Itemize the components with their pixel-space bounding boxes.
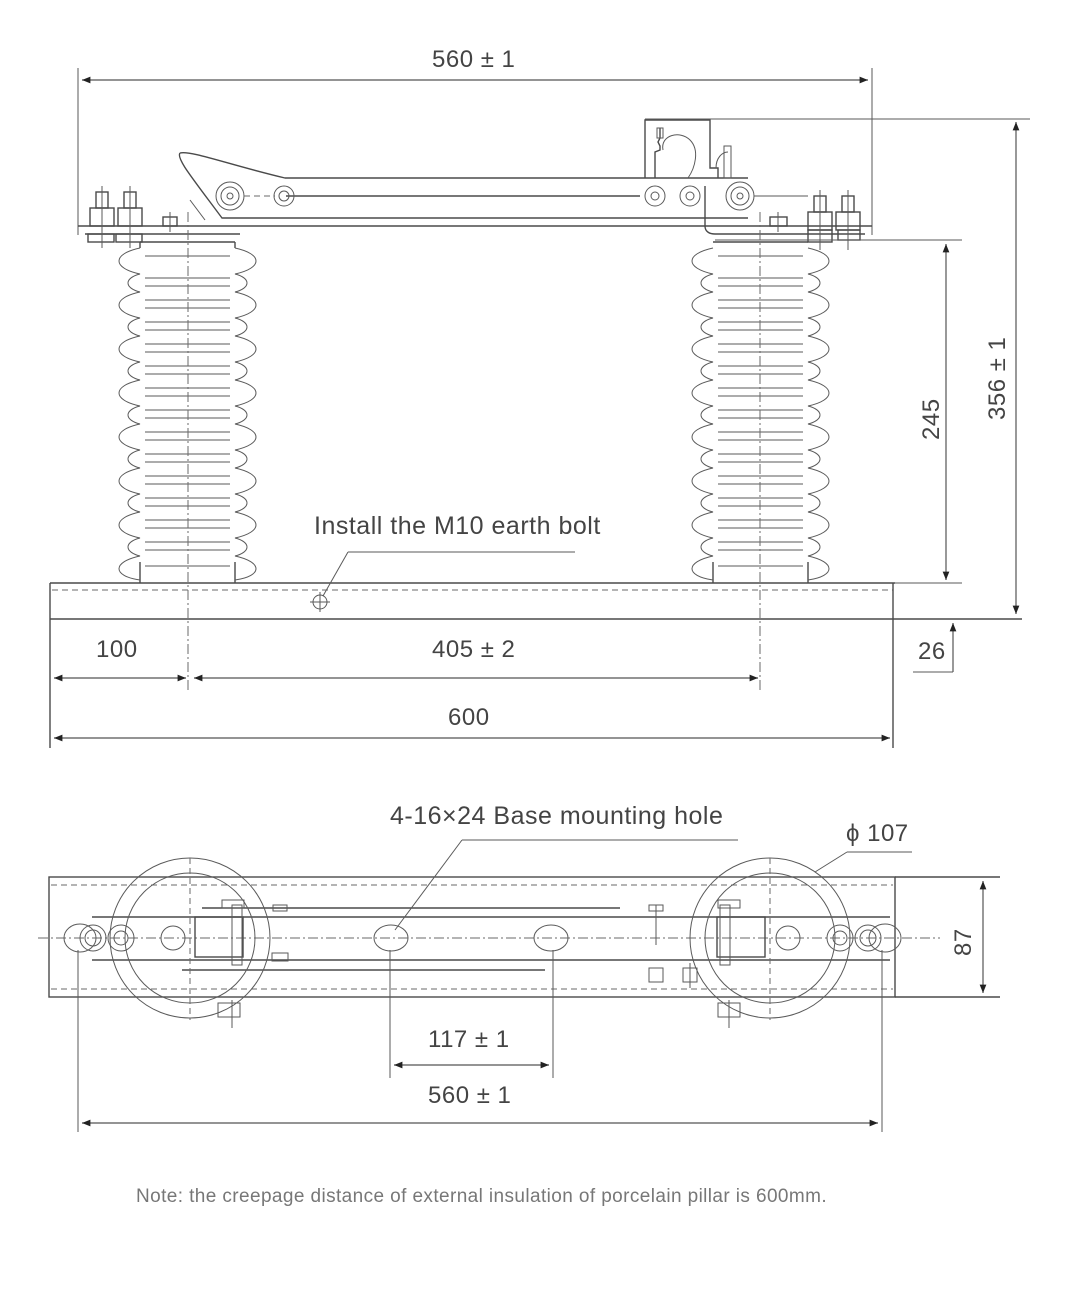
creepage-note: Note: the creepage distance of external … bbox=[136, 1186, 828, 1207]
base-channel bbox=[49, 551, 1022, 748]
left-terminals bbox=[87, 186, 178, 248]
dim-overall-height: 356 ± 1 bbox=[984, 336, 1011, 420]
dim-top-width: 560 ± 1 bbox=[432, 46, 516, 73]
right-insulator bbox=[691, 212, 830, 692]
right-terminals bbox=[769, 190, 861, 250]
dim-base-width: 87 bbox=[950, 928, 977, 956]
mounting-hole-annotation: 4-16×24 Base mounting hole bbox=[390, 802, 724, 830]
front-view bbox=[49, 68, 1030, 748]
top-view bbox=[38, 839, 1000, 1132]
dim-pillar-spacing: 405 ± 2 bbox=[432, 636, 516, 663]
dim-base-thickness: 26 bbox=[918, 638, 946, 665]
left-insulator bbox=[118, 212, 257, 692]
dim-pillar-diameter: ϕ 107 bbox=[846, 820, 909, 847]
dim-hole-spacing: 117 ± 1 bbox=[428, 1026, 510, 1053]
switch-blade bbox=[178, 151, 808, 235]
dim-insulator-height: 245 bbox=[918, 398, 945, 440]
contact-housing bbox=[644, 119, 732, 179]
dim-left-offset: 100 bbox=[96, 636, 138, 663]
dim-overall-width: 560 ± 1 bbox=[428, 1082, 512, 1109]
earth-bolt-annotation: Install the M10 earth bolt bbox=[314, 512, 601, 540]
dim-base-length: 600 bbox=[448, 704, 490, 731]
